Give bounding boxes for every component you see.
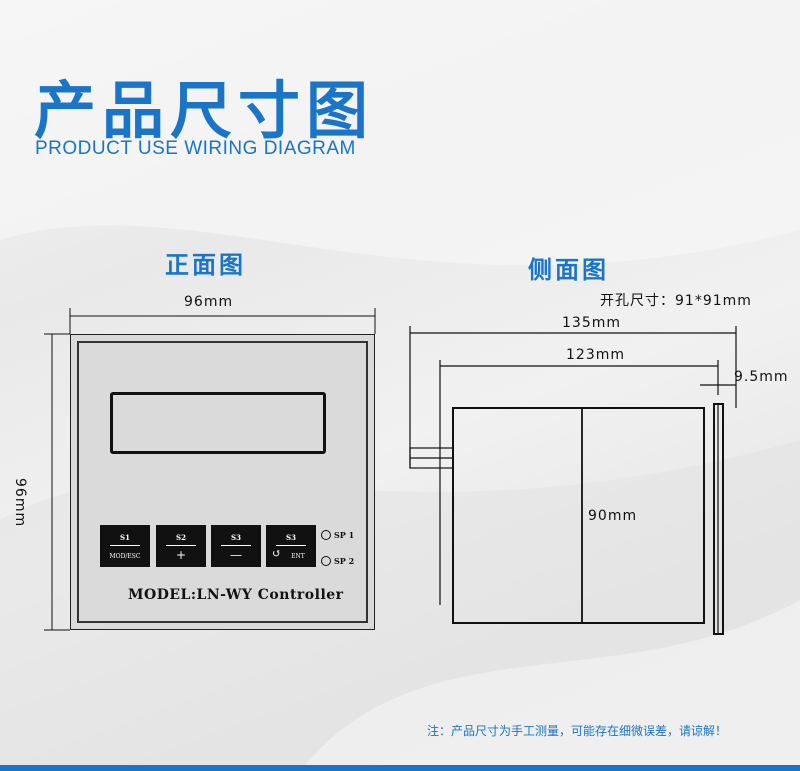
disclaimer-note: 注：产品尺寸为手工测量，可能存在细微误差，请谅解！ xyxy=(427,724,728,738)
sp1-indicator-icon xyxy=(321,530,331,540)
enter-arrow-icon: ↺ xyxy=(272,547,282,560)
page-subtitle: PRODUCT USE WIRING DIAGRAM xyxy=(35,138,356,159)
key-plus: S2 + xyxy=(156,525,206,567)
front-width-label: 96mm xyxy=(184,294,234,310)
key-mod-esc: S1 MOD/ESC xyxy=(100,525,150,567)
side-view-title: 侧面图 xyxy=(528,256,609,284)
dim-panel-label: 9.5mm xyxy=(734,369,789,385)
dim-total-label: 135mm xyxy=(562,315,621,331)
cutout-size-label: 开孔尺寸：91*91mm xyxy=(600,293,752,309)
dim-body-label: 123mm xyxy=(566,347,625,363)
model-label: MODEL:LN-WY Controller xyxy=(128,587,344,603)
sp2-label: SP 2 xyxy=(334,556,355,566)
bottom-accent-bar xyxy=(0,765,800,771)
key-minus: S3 — xyxy=(211,525,261,567)
lcd-display-window xyxy=(110,392,326,454)
sp1-label: SP 1 xyxy=(334,530,355,540)
page-title: 产品尺寸图 xyxy=(34,74,375,147)
sp2-indicator-icon xyxy=(321,556,331,566)
front-panel-bezel xyxy=(77,341,368,623)
dim-height-label: 90mm xyxy=(588,508,638,524)
front-panel xyxy=(70,334,375,630)
front-view-title: 正面图 xyxy=(165,251,246,279)
key-ent: S3 ENT ↺ xyxy=(266,525,316,567)
